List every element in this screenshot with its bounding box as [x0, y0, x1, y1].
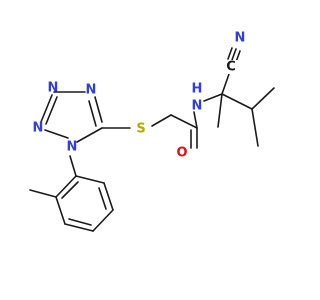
atom-bg — [224, 60, 238, 74]
bond-ar-2-double — [98, 187, 107, 210]
molecule-structure: N C H N S O N N N N — [29, 31, 275, 232]
atom-c-nitrile: C — [226, 60, 236, 75]
bond-ch-me2 — [251, 108, 259, 147]
atom-n-ring-top-left: N — [48, 81, 59, 96]
atom-n-ring-bottom: N — [67, 140, 78, 155]
bond-n2-n3 — [44, 129, 69, 139]
bond-cn-triple-3 — [227, 47, 233, 60]
bond-n1-n2 — [40, 94, 53, 123]
bond-n1-n2-double — [45, 96, 58, 125]
bond-cq-cn — [221, 73, 230, 95]
bond-cq-ch — [221, 93, 253, 110]
bonds — [29, 47, 275, 232]
bond-n4-c5-double — [88, 100, 97, 127]
atom-h-amide: H — [192, 82, 203, 97]
bond-ar-3 — [92, 209, 114, 232]
bond-n4-c5 — [94, 96, 103, 123]
bond-ar-1 — [75, 175, 105, 184]
atom-labels: N C H N S O N N N N — [33, 31, 246, 161]
atom-o: O — [176, 146, 187, 161]
bond-ar-methyl — [29, 189, 57, 198]
bond-s-ch2 — [151, 114, 172, 127]
bond-ch2-co — [170, 114, 198, 129]
bond-n-phenyl — [69, 155, 77, 177]
atom-n-ring-top-right: N — [86, 83, 97, 98]
atom-n-nitrile: N — [235, 31, 246, 46]
bond-cq-methyl — [217, 93, 223, 128]
bond-ar-6-double — [61, 181, 79, 199]
bond-ar-5 — [55, 196, 66, 225]
bond-ch-me1 — [251, 87, 275, 110]
atom-n-ring-left: N — [33, 121, 44, 136]
bond-ar-4-double — [68, 218, 92, 226]
bond-co-n — [193, 111, 198, 129]
bond-c5-n3 — [76, 127, 103, 143]
bond-ar-4 — [64, 223, 94, 232]
atom-s: S — [136, 122, 145, 137]
bond-cn-triple-1 — [231, 48, 237, 61]
bond-n-cq — [203, 93, 223, 102]
atom-n-amide: N — [192, 99, 203, 114]
bond-ar-2 — [103, 182, 114, 211]
bond-ar-6 — [55, 175, 77, 198]
